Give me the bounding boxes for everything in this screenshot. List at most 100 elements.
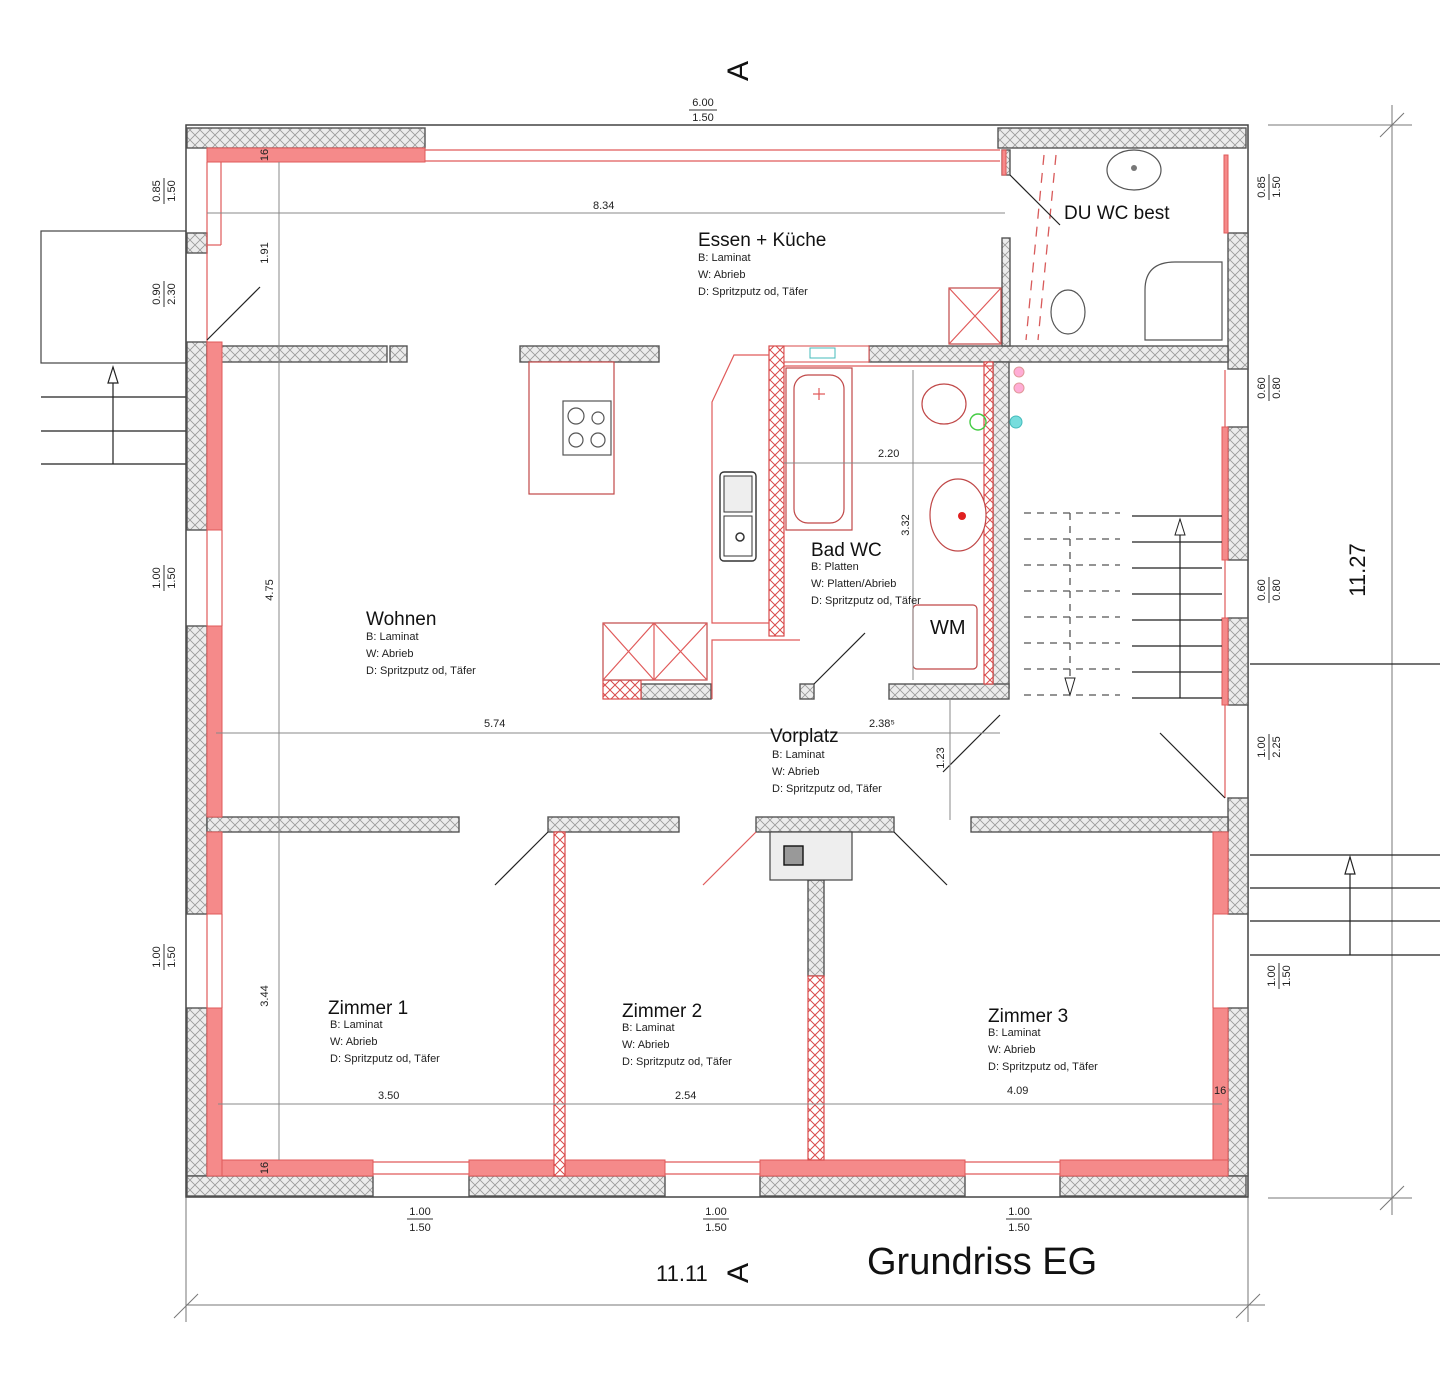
room-walls: W: Abrieb — [622, 1039, 670, 1051]
room-floor: B: Laminat — [366, 631, 419, 643]
opening-left-1: 0.85 1.50 — [151, 178, 178, 204]
room-walls: W: Platten/Abrieb — [811, 578, 896, 590]
dim-4-75: 4.75 — [264, 579, 276, 600]
opening-height: 0.80 — [1271, 377, 1283, 398]
section-marker-bottom: A — [722, 1263, 755, 1283]
dim-3-44: 3.44 — [259, 985, 271, 1006]
opening-height: 1.50 — [166, 180, 178, 201]
kitchen-island — [528, 361, 615, 495]
room-floor: B: Platten — [811, 561, 859, 573]
opening-width: 0.60 — [1256, 377, 1268, 398]
opening-height: 1.50 — [1008, 1222, 1029, 1234]
room-ceiling: D: Spritzputz od, Täfer — [698, 286, 808, 298]
dimension-texts: 8.34 5.74 2.38⁵ 2.20 3.32 1.23 1.91 4.75… — [259, 149, 1226, 1174]
room-floor: B: Laminat — [698, 252, 751, 264]
dim-16-bottom: 16 — [259, 1162, 271, 1174]
opening-height: 1.50 — [166, 567, 178, 588]
dim-8-34: 8.34 — [593, 200, 614, 212]
opening-width: 1.00 — [151, 567, 163, 588]
total-height-dimension: 11.27 — [1345, 543, 1370, 596]
room-name: Zimmer 1 — [328, 998, 408, 1019]
opening-height: 1.50 — [166, 946, 178, 967]
dim-16-top: 16 — [259, 149, 271, 161]
opening-right-1: 0.85 1.50 — [1256, 174, 1283, 200]
dim-2-38: 2.38⁵ — [869, 718, 895, 730]
outer-dimension-lines — [173, 105, 1412, 1322]
opening-right-4: 1.00 2.25 — [1256, 734, 1283, 760]
dim-1-23: 1.23 — [935, 747, 947, 768]
room-floor: B: Laminat — [330, 1019, 383, 1031]
room-ceiling: D: Spritzputz od, Täfer — [330, 1053, 440, 1065]
opening-right-5: 1.00 1.50 — [1266, 963, 1293, 989]
opening-width: 1.00 — [151, 946, 163, 967]
room-walls: W: Abrieb — [772, 766, 820, 778]
opening-bottom-1: 1.00 1.50 — [407, 1206, 433, 1234]
room-name: Zimmer 2 — [622, 1001, 702, 1022]
room-floor: B: Laminat — [622, 1022, 675, 1034]
room-vorplatz: Vorplatz B: Laminat W: Abrieb D: Spritzp… — [770, 726, 882, 795]
room-walls: W: Abrieb — [366, 648, 414, 660]
dim-3-50: 3.50 — [378, 1090, 399, 1102]
guest-bathroom-fixtures — [948, 149, 1223, 345]
opening-width: 0.60 — [1256, 579, 1268, 600]
kitchen-counter — [602, 354, 800, 699]
opening-height: 1.50 — [1271, 176, 1283, 197]
opening-left-4: 1.00 1.50 — [151, 944, 178, 970]
room-name: Bad WC — [811, 540, 882, 561]
room-walls: W: Abrieb — [698, 269, 746, 281]
existing-walls — [186, 127, 1249, 1197]
room-ceiling: D: Spritzputz od, Täfer — [772, 783, 882, 795]
opening-height: 0.80 — [1271, 579, 1283, 600]
opening-height: 1.50 — [409, 1222, 430, 1234]
room-name: Essen + Küche — [698, 230, 826, 251]
internal-staircase — [1024, 512, 1222, 699]
opening-bottom-3: 1.00 1.50 — [1006, 1206, 1032, 1234]
dim-3-32: 3.32 — [900, 514, 912, 535]
opening-width: 1.00 — [409, 1206, 430, 1218]
dim-1-91: 1.91 — [259, 242, 271, 263]
opening-height: 2.25 — [1271, 736, 1283, 757]
opening-right-3: 0.60 0.80 — [1256, 577, 1283, 603]
opening-width: 1.00 — [1256, 736, 1268, 757]
new-wall-linings — [206, 147, 1229, 1177]
room-floor: B: Laminat — [772, 749, 825, 761]
opening-height: 1.50 — [1281, 965, 1293, 986]
section-marker-top: A — [722, 61, 755, 81]
opening-height: 1.50 — [705, 1222, 726, 1234]
opening-left-3: 1.00 1.50 — [151, 565, 178, 591]
opening-left-2: 0.90 2.30 — [151, 281, 178, 307]
room-name: Wohnen — [366, 609, 436, 630]
opening-height: 2.30 — [166, 283, 178, 304]
opening-width: 1.00 — [705, 1206, 726, 1218]
opening-width: 1.00 — [1008, 1206, 1029, 1218]
door-swings — [206, 174, 1226, 886]
room-walls: W: Abrieb — [988, 1044, 1036, 1056]
opening-top: 6.00 1.50 — [689, 97, 717, 124]
right-entrance-steps — [1250, 663, 1440, 956]
room-zimmer-2: Zimmer 2 B: Laminat W: Abrieb D: Spritzp… — [622, 1001, 732, 1068]
room-bad-wc: Bad WC B: Platten W: Platten/Abrieb D: S… — [811, 540, 921, 607]
opening-width: 6.00 — [692, 97, 713, 109]
opening-width: 1.00 — [1266, 965, 1278, 986]
bathroom-fixtures — [785, 366, 1025, 670]
opening-bottom-2: 1.00 1.50 — [703, 1206, 729, 1234]
room-ceiling: D: Spritzputz od, Täfer — [366, 665, 476, 677]
dim-2-54: 2.54 — [675, 1090, 696, 1102]
room-floor: B: Laminat — [988, 1027, 1041, 1039]
room-ceiling: D: Spritzputz od, Täfer — [811, 595, 921, 607]
opening-width: 0.85 — [1256, 176, 1268, 197]
room-zimmer-3: Zimmer 3 B: Laminat W: Abrieb D: Spritzp… — [988, 1006, 1098, 1073]
washing-machine-label: WM — [930, 617, 966, 639]
dim-5-74: 5.74 — [484, 718, 505, 730]
room-zimmer-1: Zimmer 1 B: Laminat W: Abrieb D: Spritzp… — [328, 998, 440, 1065]
room-ceiling: D: Spritzputz od, Täfer — [622, 1056, 732, 1068]
dim-4-09: 4.09 — [1007, 1085, 1028, 1097]
dim-2-20: 2.20 — [878, 448, 899, 460]
dim-16-right: 16 — [1214, 1085, 1226, 1097]
room-ceiling: D: Spritzputz od, Täfer — [988, 1061, 1098, 1073]
opening-height: 1.50 — [692, 112, 713, 124]
opening-width: 0.90 — [151, 283, 163, 304]
room-walls: W: Abrieb — [330, 1036, 378, 1048]
room-wohnen: Wohnen B: Laminat W: Abrieb D: Spritzput… — [366, 609, 476, 677]
